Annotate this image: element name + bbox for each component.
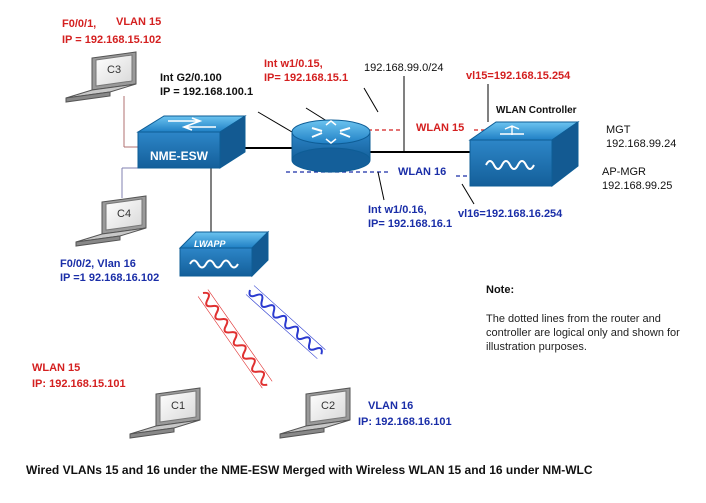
c3-vlan-label: VLAN 15 xyxy=(116,16,162,28)
note-title: Note: xyxy=(486,284,515,296)
int-w16-ip-label: IP= 192.168.16.1 xyxy=(368,218,453,230)
vl15-label: vl15=192.168.15.254 xyxy=(466,70,571,82)
figure-caption: Wired VLANs 15 and 16 under the NME-ESW … xyxy=(26,463,593,477)
c2-ip-label: IP: 192.168.16.101 xyxy=(358,416,452,428)
c3-ip-label: IP = 192.168.15.102 xyxy=(62,34,162,46)
wlan15-router-label: WLAN 15 xyxy=(416,122,465,134)
mgt-ip-label: 192.168.99.24 xyxy=(606,138,677,150)
laptop-c3 xyxy=(65,51,137,103)
int-w15-label: Int w1/0.15, xyxy=(264,58,323,70)
wlan-controller xyxy=(468,121,580,188)
int-g2-ip-label: IP = 192.168.100.1 xyxy=(160,86,254,98)
wireless-link-wlan16 xyxy=(245,285,326,359)
laptop-c4 xyxy=(75,195,147,247)
c1-ip-label: IP: 192.168.15.101 xyxy=(32,378,126,390)
int-w16-label: Int w1/0.16, xyxy=(368,204,427,216)
int-w15-ip-label: IP= 192.168.15.1 xyxy=(264,72,349,84)
c4-ip-label: IP =1 92.168.16.102 xyxy=(60,272,160,284)
w16-pointer xyxy=(377,171,385,201)
wlan16-router-label: WLAN 16 xyxy=(398,166,447,178)
c4-port-label: F0/0/2, Vlan 16 xyxy=(60,258,136,270)
subnet-pointer-2 xyxy=(363,87,379,113)
note-body: The dotted lines from the router and con… xyxy=(486,313,680,353)
subnet-99-label: 192.168.99.0/24 xyxy=(364,62,444,74)
switch-name: NME-ESW xyxy=(150,149,208,163)
int-g2-label: Int G2/0.100 xyxy=(160,72,222,84)
pc-c3-label: C3 xyxy=(107,64,122,76)
router xyxy=(291,119,371,173)
nme-esw-switch xyxy=(136,115,247,169)
laptop-c2 xyxy=(279,387,351,439)
g2-pointer xyxy=(257,111,293,133)
pc-c2-label: C2 xyxy=(321,400,336,412)
apmgr-label: AP-MGR xyxy=(602,166,646,178)
vl16-pointer xyxy=(461,183,475,205)
apmgr-ip-label: 192.168.99.25 xyxy=(602,180,673,192)
pc-c4-label: C4 xyxy=(117,208,132,220)
c1-wlan-label: WLAN 15 xyxy=(32,362,81,374)
mgt-label: MGT xyxy=(606,124,631,136)
c2-vlan-label: VLAN 16 xyxy=(368,400,414,412)
wireless-link-wlan15 xyxy=(197,289,273,389)
pc-c1-label: C1 xyxy=(171,400,186,412)
c3-port-label: F0/0/1, xyxy=(62,18,97,30)
laptop-c1 xyxy=(129,387,201,439)
controller-name: WLAN Controller xyxy=(496,105,577,116)
lwapp-access-point xyxy=(178,230,270,278)
ap-name: LWAPP xyxy=(194,239,226,249)
vl16-label: vl16=192.168.16.254 xyxy=(458,208,563,220)
